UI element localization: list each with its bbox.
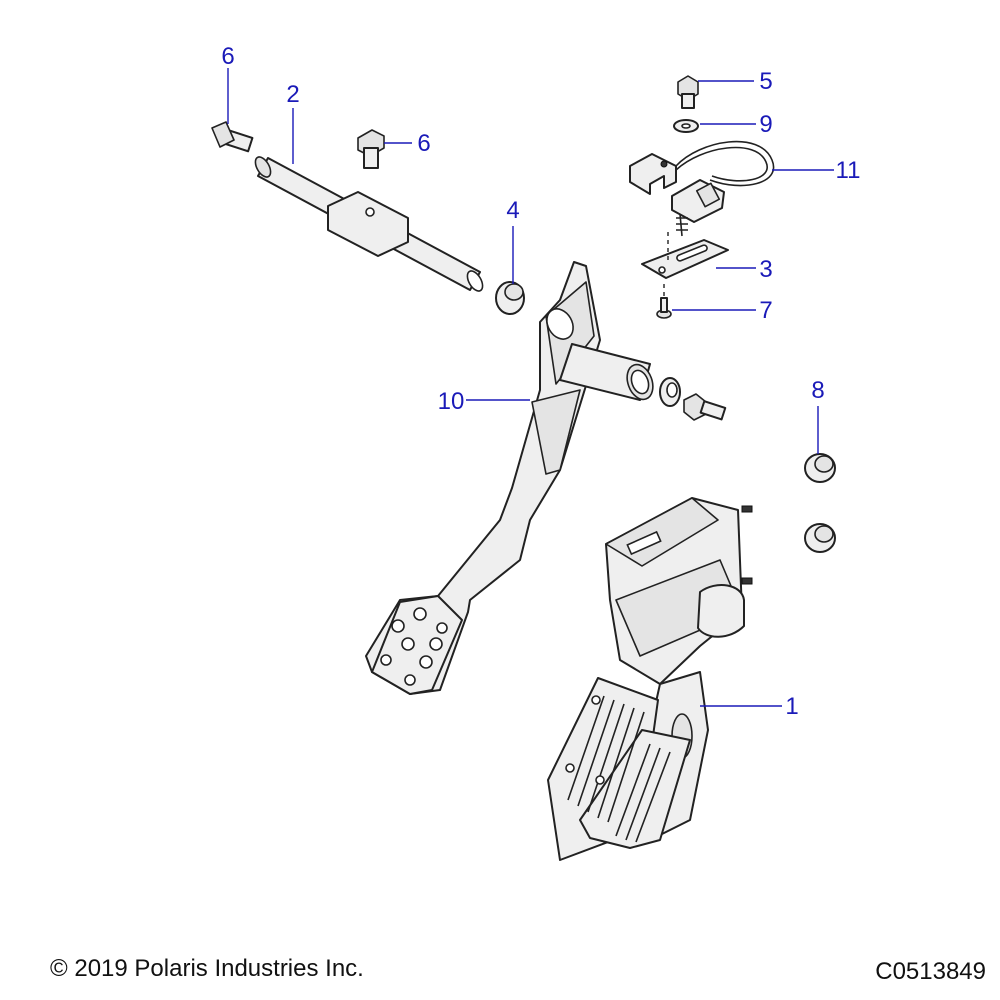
callout-3: 3 xyxy=(759,256,772,283)
copyright-notice: © 2019 Polaris Industries Inc. xyxy=(50,955,364,982)
brake-pedal-10 xyxy=(365,261,654,695)
pivot-shaft-2 xyxy=(254,108,484,292)
pivot-washer-bolt xyxy=(659,377,727,421)
callout-8: 8 xyxy=(811,377,824,404)
screw-7 xyxy=(656,284,756,319)
callout-10: 10 xyxy=(438,388,465,415)
callout-9: 9 xyxy=(759,111,772,138)
washer-9 xyxy=(673,119,756,133)
callout-6-right: 6 xyxy=(417,130,430,157)
throttle-pedal-assembly-1 xyxy=(547,497,782,861)
callout-2: 2 xyxy=(286,81,299,108)
bolt-6-left xyxy=(211,68,254,153)
bolt-6-right xyxy=(357,129,412,169)
bushing-4 xyxy=(495,226,525,315)
grommets-8 xyxy=(804,406,836,553)
figure-id: C0513849 xyxy=(875,958,986,985)
callout-4: 4 xyxy=(506,197,519,224)
bolt-5 xyxy=(677,75,754,109)
callout-1: 1 xyxy=(785,693,798,720)
callout-5: 5 xyxy=(759,68,772,95)
callout-6-left: 6 xyxy=(221,43,234,70)
sensor-harness-11 xyxy=(629,140,834,237)
bracket-3 xyxy=(641,232,756,279)
callout-11: 11 xyxy=(836,157,861,184)
callout-7: 7 xyxy=(759,297,772,324)
